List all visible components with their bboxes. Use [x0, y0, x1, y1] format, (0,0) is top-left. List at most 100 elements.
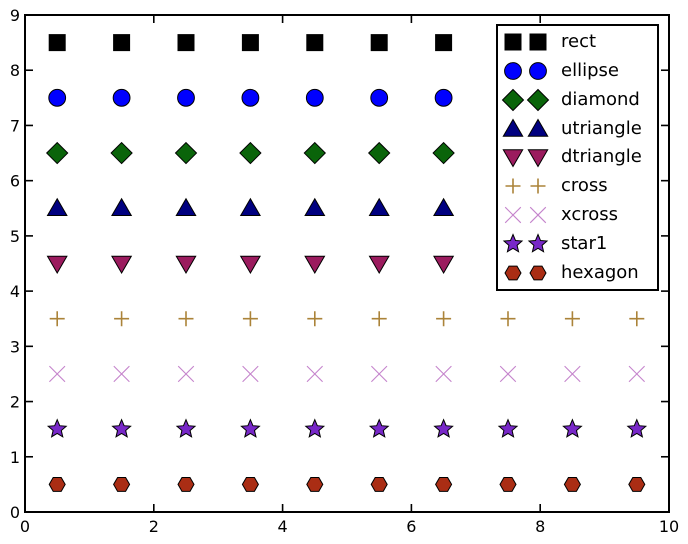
marker-ellipse [434, 88, 453, 107]
marker-dtriangle [304, 255, 326, 274]
marker-rect [113, 34, 131, 52]
marker-xcross [49, 365, 66, 383]
marker-hexagon [177, 476, 195, 492]
marker-rect [306, 34, 324, 52]
legend-label: ellipse [561, 59, 619, 81]
marker-cross [629, 311, 645, 327]
marker-xcross [371, 365, 388, 383]
legend-label: star1 [561, 233, 608, 255]
legend-label: dtriangle [561, 146, 642, 168]
marker-cross [178, 311, 194, 327]
marker-cross [500, 311, 516, 327]
marker-diamond [45, 141, 69, 165]
marker-xcross [177, 365, 195, 383]
legend-item-utriangle: utriangle [498, 116, 657, 142]
legend-label: rect [561, 30, 597, 52]
marker-diamond [110, 141, 133, 165]
star1-marker-icon [502, 233, 524, 253]
marker-cross [242, 311, 258, 327]
marker-dtriangle [46, 255, 68, 274]
marker-xcross [306, 365, 323, 383]
marker-diamond [174, 141, 198, 165]
marker-rect [241, 34, 259, 52]
marker-hexagon [435, 476, 453, 492]
cross-marker-icon [530, 178, 546, 194]
x-tick-label: 0 [20, 517, 30, 536]
legend-item-ellipse: ellipse [498, 58, 657, 84]
hexagon-marker-icon [529, 265, 547, 281]
marker-dtriangle [239, 255, 261, 274]
marker-rect [177, 34, 195, 52]
marker-rect [370, 34, 388, 52]
y-tick-label: 5 [10, 227, 20, 246]
legend-item-star1: star1 [498, 231, 657, 257]
marker-xcross [435, 365, 452, 383]
marker-cross [436, 311, 452, 327]
y-tick-label: 2 [10, 393, 20, 412]
utriangle-marker-icon [502, 118, 524, 137]
xcross-marker-icon [504, 207, 522, 224]
marker-cross [114, 311, 130, 327]
marker-utriangle [239, 197, 261, 216]
marker-diamond [239, 141, 262, 165]
y-tick-label: 6 [10, 172, 20, 191]
axes-frame [24, 14, 670, 513]
marker-xcross [113, 365, 130, 383]
marker-hexagon [563, 476, 581, 492]
legend-label: hexagon [561, 262, 639, 284]
marker-ellipse [112, 88, 131, 107]
series-dtriangle [46, 255, 648, 274]
x-tick-label: 8 [535, 517, 545, 536]
hexagon-marker-icon [504, 265, 522, 281]
marker-utriangle [175, 197, 197, 216]
marker-dtriangle [175, 255, 197, 274]
series-hexagon [48, 476, 646, 492]
marker-ellipse [177, 88, 195, 107]
marker-cross [564, 311, 580, 327]
marker-star1 [433, 418, 454, 438]
marker-hexagon [241, 476, 259, 492]
marker-xcross [499, 365, 517, 383]
series-xcross [49, 365, 645, 383]
y-tick-label: 0 [10, 503, 20, 522]
marker-rect [435, 34, 453, 52]
y-tick-label: 9 [10, 6, 20, 25]
legend-label: cross [561, 175, 608, 197]
y-tick-label: 1 [10, 448, 20, 467]
marker-ellipse [370, 88, 389, 107]
diamond-marker-icon [526, 88, 550, 111]
marker-cross [49, 311, 65, 327]
marker-utriangle [46, 197, 68, 216]
x-tick-label: 10 [659, 517, 679, 536]
marker-dtriangle [433, 255, 455, 274]
legend-item-diamond: diamond [498, 87, 657, 113]
marker-dtriangle [368, 255, 390, 274]
marker-xcross [628, 365, 645, 383]
marker-utriangle [304, 197, 326, 216]
marker-star1 [368, 418, 390, 438]
x-tick-label: 4 [278, 517, 288, 536]
y-tick-label: 7 [10, 116, 20, 135]
marker-star1 [111, 418, 132, 438]
y-tick-label: 3 [10, 337, 20, 356]
legend-label: diamond [561, 88, 640, 110]
marker-ellipse [48, 88, 67, 107]
star1-marker-icon [527, 233, 549, 253]
marker-star1 [240, 418, 261, 438]
marker-ellipse [241, 88, 260, 107]
marker-star1 [562, 418, 583, 438]
marker-diamond [367, 141, 391, 165]
diamond-marker-icon [501, 88, 525, 111]
marker-utriangle [111, 197, 133, 216]
marker-cross [307, 311, 323, 327]
marker-star1 [497, 418, 519, 438]
x-tick-label: 6 [406, 517, 416, 536]
legend-box: rect ellipse diamond utriangle dtriangle cros… [496, 24, 659, 291]
marker-hexagon [48, 476, 66, 492]
ellipse-marker-icon [529, 61, 547, 80]
marker-cross [371, 311, 387, 327]
marker-star1 [304, 418, 326, 438]
legend-label: xcross [561, 204, 619, 226]
marker-diamond [303, 141, 327, 165]
